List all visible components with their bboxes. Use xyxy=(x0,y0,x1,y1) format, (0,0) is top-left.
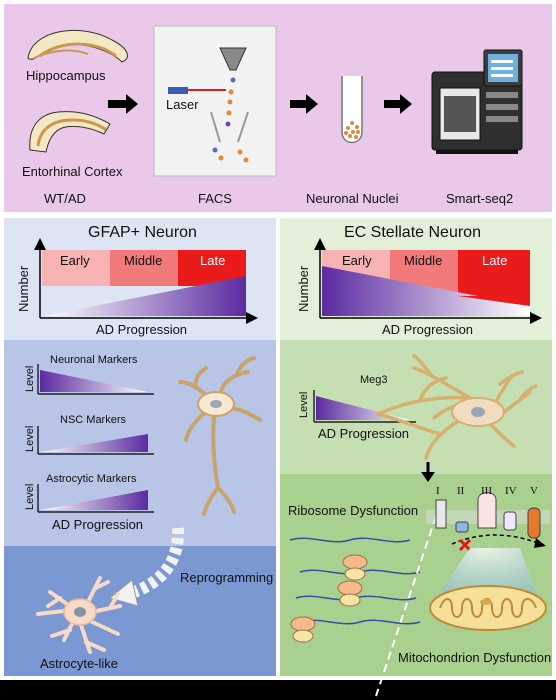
right-ad-progression: AD Progression xyxy=(382,322,474,337)
bottom-black-bar xyxy=(0,680,556,700)
level-label-1: Level xyxy=(24,365,36,392)
hippocampus-illustration xyxy=(27,29,128,63)
label-laser: Laser xyxy=(166,97,199,112)
complex-III-label: III xyxy=(481,485,492,497)
left-axis-number: Number xyxy=(16,265,31,312)
right-middle-label: Middle xyxy=(404,253,443,268)
label-neuronal-nuclei: Neuronal Nuclei xyxy=(306,191,399,206)
mrna-strands xyxy=(289,537,421,625)
label-mitochondrion-dysfunction: Mitochondrion Dysfunction xyxy=(398,650,552,665)
complex-I-label: I xyxy=(436,485,440,497)
facs-illustration xyxy=(153,25,277,177)
sequencer-illustration xyxy=(431,49,523,154)
left-late-label: Late xyxy=(200,253,226,268)
right-axis-number: Number xyxy=(296,265,311,312)
label-astrocytic-markers: Astrocytic Markers xyxy=(46,473,137,485)
right-ad-progression-2: AD Progression xyxy=(318,426,410,441)
label-neuronal-markers: Neuronal Markers xyxy=(50,354,138,366)
complex-IV-label: IV xyxy=(505,485,517,497)
label-reprogramming: Reprogramming xyxy=(180,570,274,585)
neuronal-markers-chart xyxy=(37,364,154,395)
etc-complexes xyxy=(426,492,550,552)
right-late-label: Late xyxy=(482,253,508,268)
label-facs: FACS xyxy=(198,191,232,206)
left-ad-progression: AD Progression xyxy=(96,322,188,337)
label-ribosome-dysfunction: Ribosome Dysfunction xyxy=(288,503,419,518)
label-nsc-markers: NSC Markers xyxy=(60,414,127,426)
neuron-left-illustration xyxy=(178,356,262,516)
meg3-level-label: Level xyxy=(298,391,310,418)
mitochondrion-illustration xyxy=(429,585,547,631)
right-early-label: Early xyxy=(342,253,372,268)
ribosomes xyxy=(290,554,368,643)
title-ec-stellate-neuron: EC Stellate Neuron xyxy=(344,224,481,241)
nsc-markers-chart xyxy=(37,426,154,455)
label-astrocyte-like: Astrocyte-like xyxy=(40,656,119,671)
ec-number-chart xyxy=(314,238,542,324)
title-gfap-neuron: GFAP+ Neuron xyxy=(88,224,197,241)
label-meg3: Meg3 xyxy=(360,374,388,386)
gfap-number-chart xyxy=(34,238,258,324)
level-label-3: Level xyxy=(24,483,36,510)
label-hippocampus: Hippocampus xyxy=(26,68,106,83)
nuclei-tube-illustration xyxy=(341,76,363,144)
label-smart-seq2: Smart-seq2 xyxy=(446,191,514,206)
label-wt-ad: WT/AD xyxy=(44,191,86,206)
astrocytic-markers-chart xyxy=(37,484,154,513)
entorhinal-illustration xyxy=(29,111,111,153)
level-label-2: Level xyxy=(24,425,36,452)
left-ad-progression-2: AD Progression xyxy=(52,517,144,532)
left-early-label: Early xyxy=(60,253,90,268)
complex-V-label: V xyxy=(530,485,538,497)
label-entorhinal-cortex: Entorhinal Cortex xyxy=(22,164,123,179)
complex-II-label: II xyxy=(457,485,465,497)
left-middle-label: Middle xyxy=(124,253,163,268)
